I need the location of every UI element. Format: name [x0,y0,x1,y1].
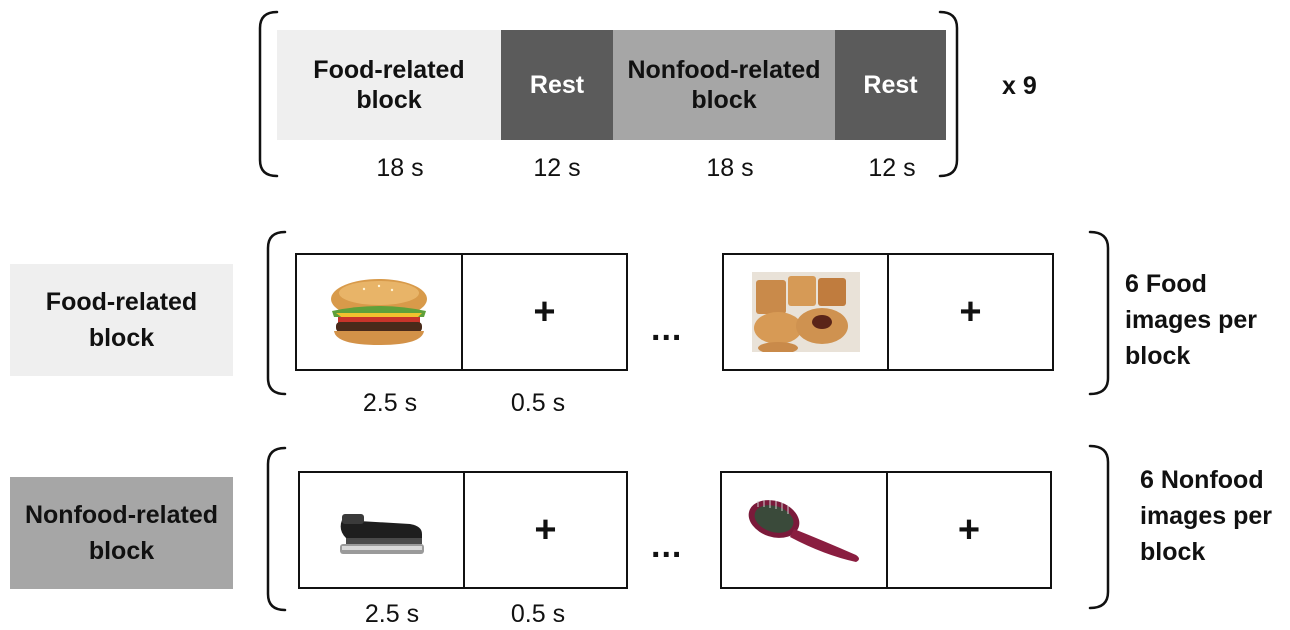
fixation-duration: 0.5 s [510,600,566,628]
nonfood-image-frame [720,471,888,589]
food-right-bracket [1088,230,1110,396]
fixation-cross: + [959,290,982,333]
nonfood-left-bracket [266,446,287,612]
nonfood-block-description: 6 Nonfood images per block [1140,466,1273,566]
hairbrush-image [748,500,859,562]
fixation-frame: + [887,253,1054,371]
fixation-frame: + [461,253,628,371]
timeline-segment-food: Food-related block [277,30,501,140]
timeline-left-bracket [258,10,279,178]
segment-duration: 12 s [868,154,916,182]
nonfood-block-label: Nonfood-related block [10,477,233,589]
fixation-cross: + [534,508,557,551]
nonfood-image-frame [298,471,465,589]
timeline-segment-label: Food-related block [313,56,465,114]
image-duration: 2.5 s [362,389,418,417]
fixation-cross: + [533,290,556,333]
food-block-description: 6 Food images per block [1125,270,1258,370]
food-image-frame [722,253,889,371]
hamburger-image [331,279,427,345]
food-left-bracket [266,230,287,396]
image-duration: 2.5 s [364,600,420,628]
fixation-duration: 0.5 s [510,389,566,417]
fixation-frame: + [463,471,628,589]
timeline-right-bracket [938,10,959,178]
segment-duration: 12 s [533,154,581,182]
fixation-frame: + [886,471,1052,589]
timeline-segment-rest: Rest [501,30,613,140]
stapler-image [339,514,424,554]
timeline-segment-rest: Rest [835,30,946,140]
food-block-label: Food-related block [10,264,233,376]
segment-duration: 18 s [376,154,424,182]
food-image-frame [295,253,463,371]
nonfood-right-bracket [1088,444,1110,610]
repeat-count: x 9 [1002,72,1037,100]
timeline-segment-label: Rest [863,71,918,99]
ellipsis: ... [651,310,683,348]
ellipsis: ... [651,527,683,565]
timeline-segment-label: Rest [529,71,585,99]
pastries-image [751,272,860,352]
timeline-segment-label: Nonfood-related block [627,56,821,114]
timeline-segment-nonfood: Nonfood-related block [613,30,835,140]
segment-duration: 18 s [706,154,754,182]
fixation-cross: + [957,508,981,551]
